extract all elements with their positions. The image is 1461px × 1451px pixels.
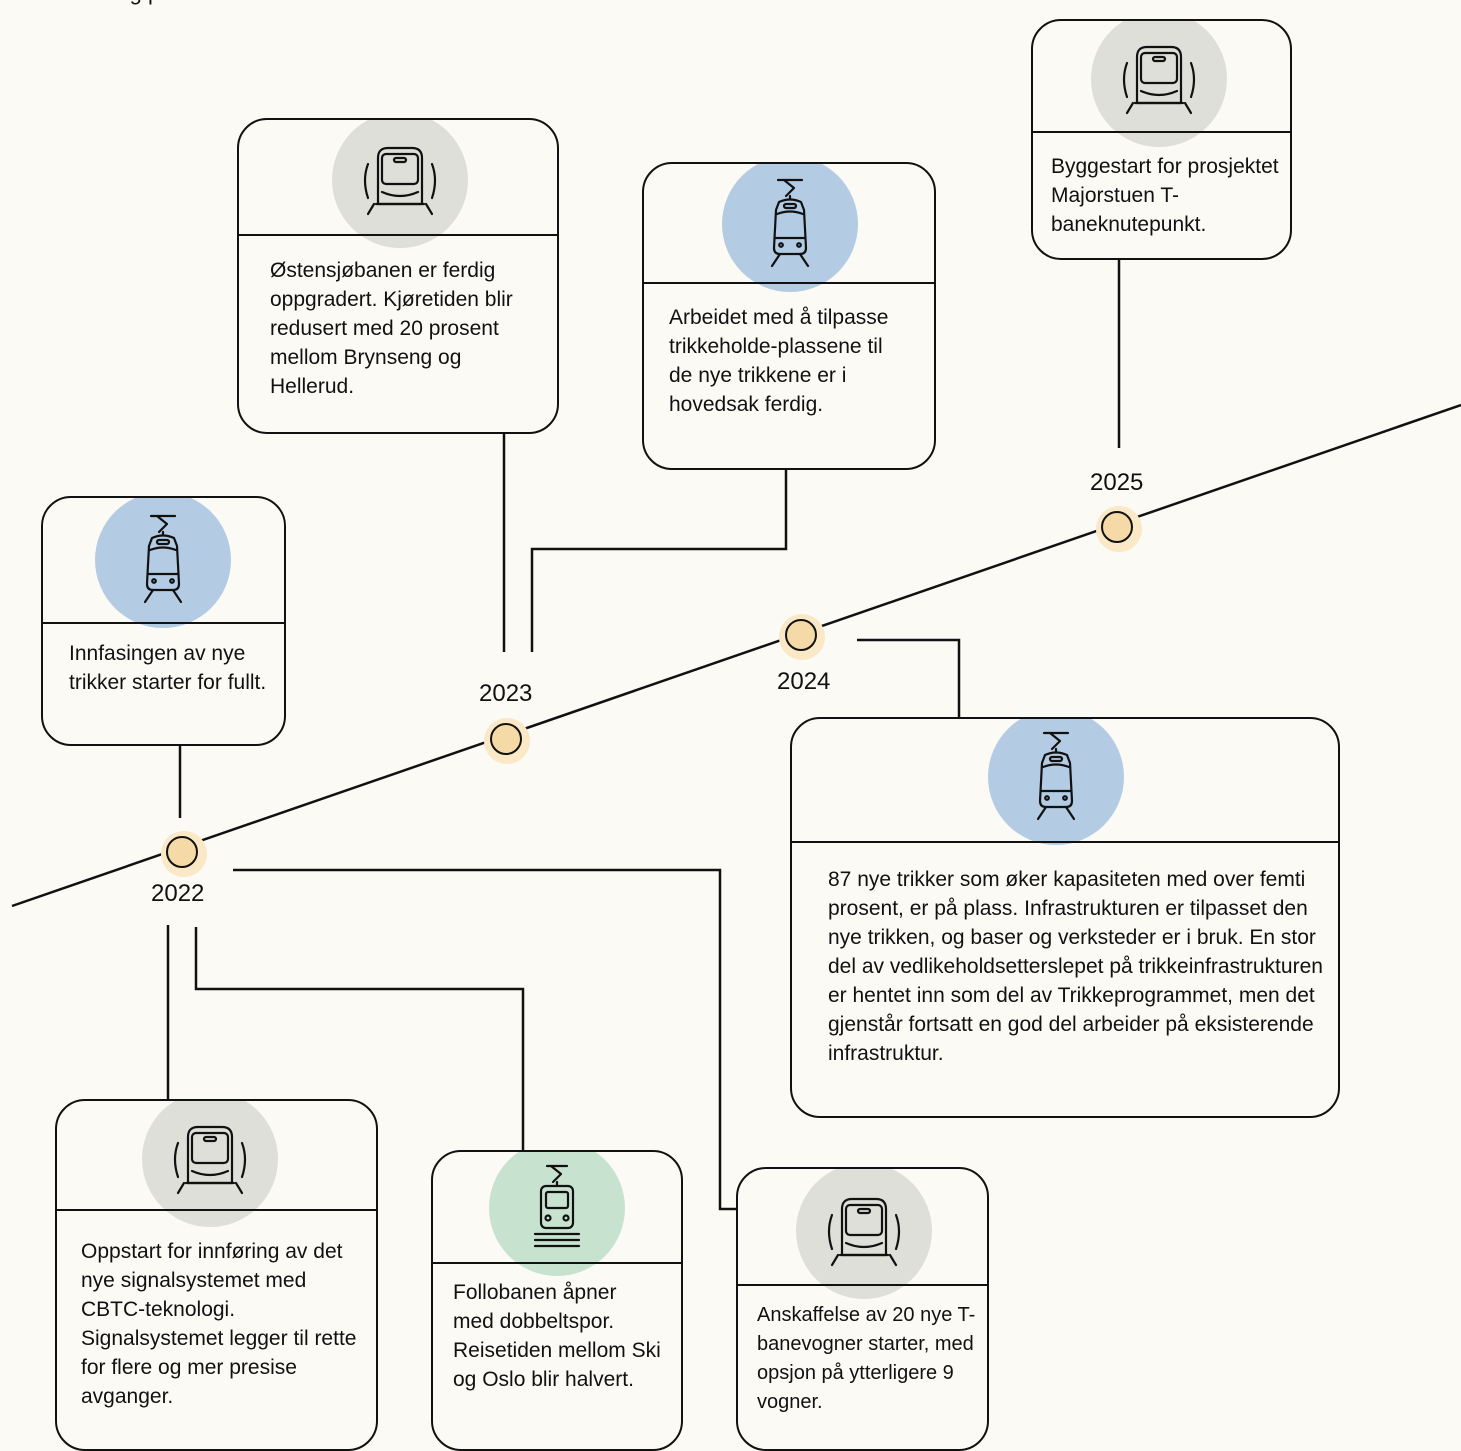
card-divider: [644, 282, 934, 284]
event-text: Innfasingen av nye trikker starter for f…: [69, 642, 267, 694]
event-text: Anskaffelse av 20 nye T-banevogner start…: [757, 1304, 976, 1413]
tram-icon: [770, 178, 810, 268]
event-card-2023-ostensjobanen: Østensjøbanen er ferdig oppgradert. Kjør…: [237, 118, 559, 434]
year-dot-2022: [166, 836, 198, 868]
timeline-axis: [11, 403, 1461, 908]
metro-train-icon: [173, 1125, 247, 1195]
year-dot-2025: [1101, 511, 1133, 543]
tram-icon: [1036, 731, 1076, 821]
event-card-2022-cbtc: Oppstart for innføring av det nye signal…: [55, 1099, 378, 1451]
card-divider: [792, 841, 1338, 843]
metro-train-icon: [363, 146, 437, 216]
icon-circle: [1091, 21, 1227, 147]
connector-2022-follobanen: [194, 927, 525, 1150]
connector-2022-tbanevogner: [233, 868, 737, 1211]
event-text: Arbeidet med å tilpasse trikkeholde-plas…: [669, 306, 889, 416]
event-text: 87 nye trikker som øker kapasiteten med …: [828, 868, 1323, 1065]
year-label-2022: 2022: [151, 880, 205, 907]
icon-circle: [796, 1169, 932, 1299]
connector-2023-holdeplass: [530, 469, 788, 652]
year-label-2024: 2024: [777, 668, 831, 695]
event-card-2022-tbanevogner: Anskaffelse av 20 nye T-banevogner start…: [736, 1167, 989, 1451]
card-divider: [43, 622, 284, 624]
year-dot-2023: [490, 723, 522, 755]
icon-circle: [142, 1101, 278, 1227]
event-text: Oppstart for innføring av det nye signal…: [81, 1240, 357, 1408]
icon-circle: [95, 498, 231, 628]
year-label-2023: 2023: [479, 680, 533, 707]
icon-circle: [988, 719, 1124, 845]
tram-icon: [143, 514, 183, 604]
event-text: Byggestart for prosjektet Majorstuen T-b…: [1051, 155, 1279, 236]
metro-train-icon: [1122, 45, 1196, 115]
train-icon: [533, 1164, 581, 1248]
intro-text: forberedet seg på å levere mer.: [0, 0, 306, 8]
card-divider: [738, 1284, 987, 1286]
card-divider: [1033, 131, 1290, 133]
icon-circle: [332, 120, 468, 248]
connector-2024-trikker: [857, 638, 961, 718]
event-card-2025-majorstuen: Byggestart for prosjektet Majorstuen T-b…: [1031, 19, 1292, 260]
icon-circle: [489, 1152, 625, 1276]
icon-circle: [722, 164, 858, 292]
year-dot-2024: [785, 619, 817, 651]
event-text: Follobanen åpner med dobbeltspor. Reiset…: [453, 1281, 661, 1391]
event-card-2023-holdeplasser: Arbeidet med å tilpasse trikkeholde-plas…: [642, 162, 936, 470]
card-divider: [433, 1262, 681, 1264]
year-label-2025: 2025: [1090, 469, 1144, 496]
metro-train-icon: [827, 1197, 901, 1267]
event-card-2022-innfasing: Innfasingen av nye trikker starter for f…: [41, 496, 286, 746]
event-card-2024-trikker: 87 nye trikker som øker kapasiteten med …: [790, 717, 1340, 1118]
card-divider: [57, 1209, 376, 1211]
event-text: Østensjøbanen er ferdig oppgradert. Kjør…: [270, 259, 513, 398]
event-card-2022-follobanen: Follobanen åpner med dobbeltspor. Reiset…: [431, 1150, 683, 1451]
card-divider: [239, 234, 557, 236]
